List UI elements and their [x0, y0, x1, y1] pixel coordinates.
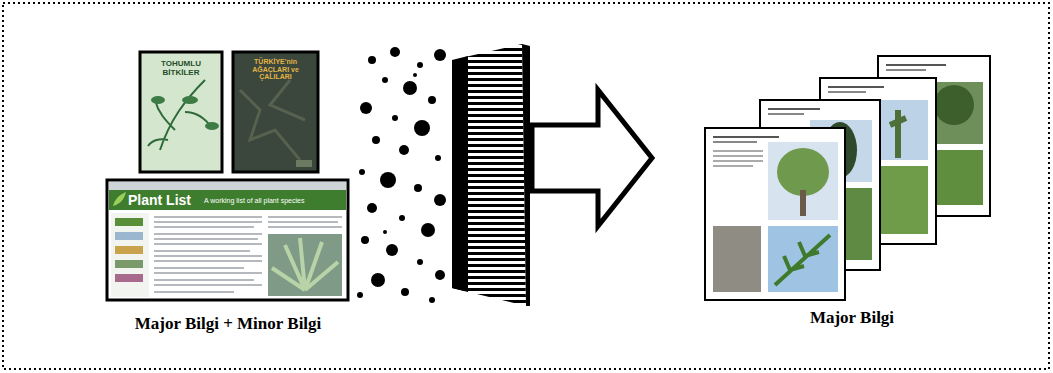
particle-dot [368, 56, 376, 64]
particle-dot [399, 145, 409, 155]
particle-dot [361, 236, 369, 244]
block-arrow [532, 90, 652, 226]
leaf-drawing [148, 80, 212, 150]
particle-dot [380, 172, 396, 188]
site-tagline: A working list of all plant species [204, 197, 344, 205]
dotted-frame [3, 3, 1049, 369]
particle-dot [371, 273, 385, 287]
publisher-logo [296, 160, 312, 167]
particle-dot [390, 47, 400, 57]
filter-mesh [452, 44, 526, 306]
sidebar-logo [115, 218, 143, 226]
particle-dot [429, 297, 435, 303]
leaf-drawing [205, 122, 219, 130]
succulent-leaves [272, 238, 338, 290]
filter-edge [522, 44, 530, 306]
species-page [705, 128, 845, 300]
particle-dot [417, 62, 423, 68]
book-title: TOHUMLU BİTKİLER [143, 60, 219, 78]
particle-dot [367, 203, 377, 213]
particle-dot [428, 96, 436, 104]
particle-dot [435, 155, 441, 161]
leaf-drawing [151, 96, 165, 104]
particle-dot [435, 270, 445, 280]
book-cover [140, 52, 222, 172]
plant-photo [268, 234, 342, 296]
filter-edge [452, 56, 468, 292]
particle-dot [401, 288, 409, 296]
book-cover [233, 52, 318, 172]
particle-dot [434, 194, 446, 206]
particle-dot [359, 169, 365, 175]
particle-dot [434, 49, 446, 61]
particle-dot [386, 244, 398, 256]
group-label: Major Bilgi [752, 309, 952, 328]
sidebar-logo [115, 260, 143, 268]
particle-dot [414, 184, 422, 192]
particle-dot [382, 77, 388, 83]
particle-dot [392, 115, 398, 121]
particle-dot [417, 259, 423, 265]
group-label: Major Bilgi + Minor Bilgi [97, 315, 359, 334]
sidebar-logo [115, 246, 143, 254]
particle-dot [383, 230, 387, 234]
particle-dot [360, 102, 372, 114]
site-name: Plant List [128, 193, 208, 208]
cover-texture [240, 80, 305, 160]
book-title: TÜRKİYE'nin AĞAÇLARI ve ÇALILARI [236, 58, 315, 81]
information-particles [357, 47, 446, 303]
sidebar-logo [115, 274, 143, 282]
leaf-drawing [182, 96, 198, 104]
site-header [109, 190, 346, 210]
particle-dot [357, 292, 363, 298]
particle-dot [372, 136, 380, 144]
browser-toolbar [109, 182, 346, 190]
site-sidebar [111, 213, 149, 297]
website-screenshot [107, 180, 348, 300]
particle-dot [399, 215, 405, 221]
particle-dot [421, 223, 435, 237]
particle-dot [413, 73, 417, 77]
site-logo [113, 192, 126, 206]
sidebar-logo [115, 232, 143, 240]
particle-dot [403, 81, 417, 95]
particle-dot [414, 120, 430, 136]
